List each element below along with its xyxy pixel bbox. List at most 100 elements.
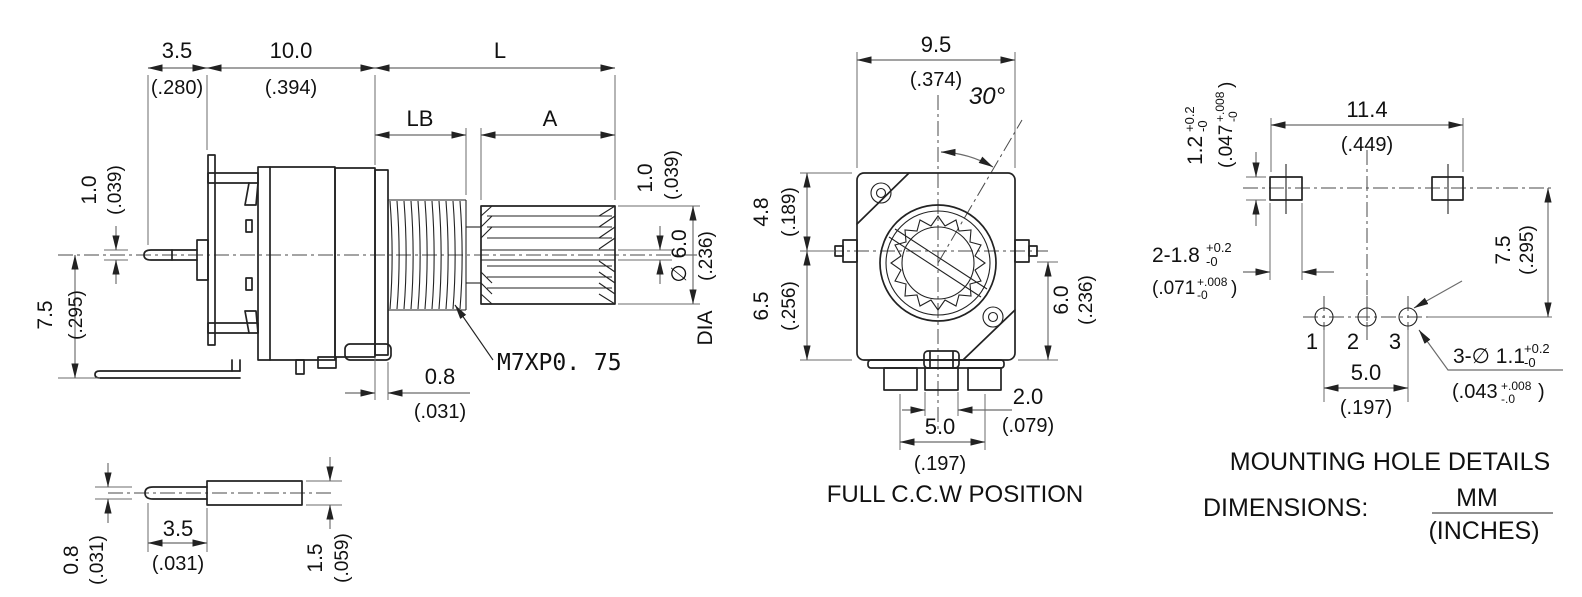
dim-5_0-mounting: 5.0 (.197): [1323, 330, 1409, 419]
dim-2_0-inch: (.079): [1002, 415, 1054, 437]
hole-dia-callout: 3-∅ 1.1 +0.2 -0 (.043 +.008 -.0 ): [1413, 280, 1563, 406]
pin-detail-1_5-inch: (.059): [332, 533, 353, 583]
dim-0_8-inch: (.031): [414, 401, 466, 423]
dim-1_2-tol-up: +0.2: [1182, 106, 1197, 132]
dim-5_0-front-mm: 5.0: [925, 414, 956, 439]
hole-label-2: 2: [1347, 329, 1359, 354]
dim-shaft-dia: ∅ 6.0 (.236) DIA: [618, 205, 717, 346]
dim-11_4: 11.4 (.449): [1270, 97, 1464, 172]
dim-2-1_8-inch-tol-dn: -0: [1197, 288, 1208, 302]
pin-detail-0_8-mm: 0.8: [60, 545, 83, 574]
dim-4_8-6_5: 4.8 (.189) 6.5 (.256): [750, 172, 852, 361]
pin-detail-3_5-inch: (.031): [152, 553, 204, 575]
dim-7_5-mm: 7.5: [34, 300, 57, 329]
dimensions-label: DIMENSIONS:: [1203, 494, 1368, 522]
dim-1_2-mm: 1.2: [1184, 136, 1207, 165]
mounting-hole-view: 11.4 (.449) 1.2 +0.2 -0 (.047 +.008 -0 ): [1152, 82, 1563, 545]
dim-6_0-inch: (.236): [1076, 275, 1097, 325]
dim-4_8-inch: (.189): [779, 187, 800, 237]
dim-2-1_8-tol-up: +0.2: [1206, 240, 1232, 255]
pin-detail-1_5-mm: 1.5: [304, 543, 327, 572]
dim-1_2-inch-close: ): [1216, 82, 1237, 88]
dim-7_5-mounting: 7.5 (.295): [1428, 187, 1552, 318]
dim-LB: LB: [407, 106, 434, 131]
knurled-shaft: [480, 205, 616, 305]
dim-hole-dia-inch-tol-dn: -.0: [1501, 392, 1515, 406]
dim-dia-label: DIA: [694, 310, 717, 345]
unit-mm: MM: [1456, 484, 1498, 512]
dim-10-inch: (.394): [265, 77, 317, 99]
dim-2-1_8-inch-tol-up: +.008: [1197, 275, 1228, 289]
rivet-holes: [870, 182, 1004, 328]
dim-slot-1_0: 1.0 (.039): [618, 150, 683, 284]
dim-4_8-mm: 4.8: [750, 197, 773, 226]
dim-height-7_5: 7.5 (.295): [34, 254, 100, 379]
dim-2-1_8-inch-close: ): [1231, 278, 1237, 299]
dim-11_4-inch: (.449): [1341, 134, 1393, 156]
dim-7_5-mounting-inch: (.295): [1517, 225, 1538, 275]
dim-10-mm: 10.0: [270, 38, 313, 63]
dim-1_0-left-inch: (.039): [105, 165, 126, 215]
dim-5_0-mounting-inch: (.197): [1340, 397, 1392, 419]
dim-1_0-shaft-inch: (.039): [662, 150, 683, 200]
dim-5_0-mounting-mm: 5.0: [1351, 360, 1382, 385]
front-view: 30° 9.5 (.374) 4.8 (.189) 6.5 (.256): [750, 32, 1097, 508]
front-view-caption: FULL C.C.W POSITION: [827, 481, 1083, 508]
dim-hole-dia-inch-open: (.043: [1452, 381, 1498, 403]
dim-5_0-front: 5.0 (.197): [899, 394, 986, 475]
dim-top-row: 3.5 (.280) 10.0 (.394) L: [147, 38, 616, 245]
dim-3_5-mm: 3.5: [162, 38, 193, 63]
dim-2-1_8-mm: 2-1.8: [1152, 244, 1200, 267]
dim-2-1_8-inch-open: (.071: [1152, 278, 1195, 299]
dim-9_5: 9.5 (.374): [856, 32, 1016, 168]
dim-2_0: 2.0 (.079): [902, 384, 1054, 437]
dim-9_5-inch: (.374): [910, 69, 962, 91]
dim-2_0-mm: 2.0: [1013, 384, 1044, 409]
dim-1_0-shaft-mm: 1.0: [634, 163, 657, 192]
mounting-title: MOUNTING HOLE DETAILS: [1230, 448, 1550, 476]
hole-label-1: 1: [1306, 329, 1318, 354]
dim-dia6-mm: ∅ 6.0: [668, 229, 691, 282]
dim-6_5-inch: (.256): [779, 281, 800, 331]
dim-2-1_8-tol-dn: -0: [1206, 254, 1218, 269]
dim-1_2-slot: 1.2 +0.2 -0 (.047 +.008 -0 ): [1182, 82, 1266, 226]
dim-6_0-mm: 6.0: [1050, 285, 1073, 314]
mounting-slots: [1269, 164, 1464, 214]
dim-1_2-inch-tol-dn: -0: [1226, 111, 1240, 122]
dim-1_2-inch-tol-up: +.008: [1213, 91, 1227, 122]
pin-detail-3_5-mm: 3.5: [163, 516, 194, 541]
dim-plate-0_8: 0.8 (.031): [345, 358, 470, 423]
dim-hole-dia-inch-tol-up: +.008: [1501, 379, 1532, 393]
hole-label-3: 3: [1389, 329, 1401, 354]
dim-lb-a-row: LB A: [374, 106, 616, 200]
thread-spec-text: M7XP0. 75: [497, 350, 622, 376]
dim-A: A: [543, 106, 558, 131]
dim-hole-dia-inch-close: ): [1538, 381, 1545, 403]
thread-spec-callout: M7XP0. 75: [454, 304, 622, 376]
dim-0_8-mm: 0.8: [425, 364, 456, 389]
dim-7_5-inch: (.295): [66, 290, 87, 340]
dim-pin-thickness: 1.0 (.039): [78, 165, 128, 284]
dim-angle-30: 30°: [940, 83, 1006, 168]
dim-hole-dia-tol-dn: -0: [1524, 355, 1536, 370]
dim-1_2-inch-open: (.047: [1216, 125, 1237, 168]
dim-6_5-mm: 6.5: [750, 291, 773, 320]
dim-hole-dia-mm: 3-∅ 1.1: [1453, 345, 1525, 368]
dim-3_5-inch: (.280): [151, 77, 203, 99]
unit-inches: (INCHES): [1428, 517, 1539, 545]
dim-9_5-mm: 9.5: [921, 32, 952, 57]
side-view: 3.5 (.280) 10.0 (.394) L LB A 1.0 (.039): [34, 38, 717, 423]
pin-detail-0_8-inch: (.031): [87, 535, 108, 585]
dim-7_5-mounting-mm: 7.5: [1492, 235, 1515, 264]
dim-L: L: [494, 38, 506, 63]
side-view-body: [94, 154, 392, 379]
rotor-angle-line: [937, 119, 1023, 264]
dim-dia6-inch: (.236): [696, 231, 717, 281]
angle-30-text: 30°: [969, 83, 1006, 110]
dim-2-1_8-slot: 2-1.8 +0.2 -0 (.071 +.008 -0 ): [1152, 203, 1334, 302]
thread-bushing: [388, 199, 481, 311]
dim-1_0-left-mm: 1.0: [78, 175, 101, 204]
dim-hole-dia-tol-up: +0.2: [1524, 341, 1550, 356]
